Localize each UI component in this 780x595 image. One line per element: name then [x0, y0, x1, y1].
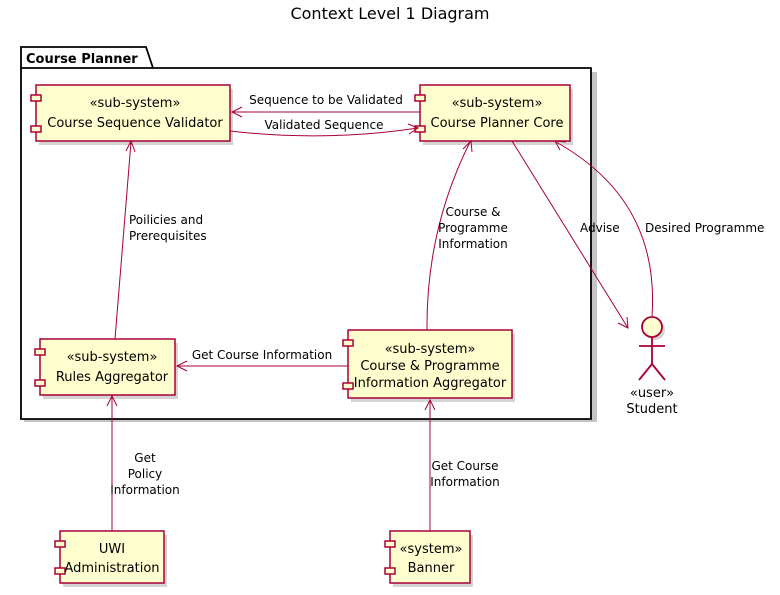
edge-label-course-info-2: Programme: [438, 221, 508, 235]
edge-policies-prerequisites: Poilicies and Prerequisites: [114, 139, 207, 340]
edge-label-get-policy-3: Information: [110, 483, 179, 497]
package-title: Course Planner: [26, 52, 138, 67]
component-course-planner-core[interactable]: «sub-system» Course Planner Core: [414, 84, 573, 145]
info-name-line2: Information Aggregator: [354, 376, 507, 391]
component-rules-aggregator[interactable]: «sub-system» Rules Aggregator: [34, 338, 178, 399]
rules-name: Rules Aggregator: [56, 370, 169, 385]
edge-label-get-policy-2: Policy: [128, 467, 163, 481]
edge-label-advise: Advise: [580, 221, 620, 235]
actor-student[interactable]: «user» Student: [626, 316, 678, 417]
validator-stereotype: «sub-system»: [90, 96, 181, 111]
actor-name: Student: [626, 402, 677, 417]
edge-banner-get-course-information: Get Course Information: [424, 398, 500, 531]
edge-label-course-info-3: Information: [438, 237, 507, 251]
edge-validated-sequence: Validated Sequence: [229, 118, 420, 137]
uwi-name-line1: UWI: [99, 542, 125, 557]
edge-sequence-to-be-validated: Sequence to be Validated: [230, 93, 420, 118]
edge-label-seq-to-validate: Sequence to be Validated: [249, 93, 403, 107]
edge-get-policy-information: Get Policy Information: [106, 394, 180, 531]
edge-label-get-policy-1: Get: [134, 451, 156, 465]
edge-get-course-information: Get Course Information: [175, 348, 348, 372]
rules-stereotype: «sub-system»: [67, 350, 158, 365]
edge-desired-programme: Desired Programme: [554, 140, 764, 317]
edge-label-get-course-info: Get Course Information: [192, 348, 332, 362]
edge-label-banner-2: Information: [430, 475, 499, 489]
edge-label-validated-seq: Validated Sequence: [265, 118, 384, 132]
actor-stereotype: «user»: [630, 386, 674, 401]
component-course-sequence-validator[interactable]: «sub-system» Course Sequence Validator: [30, 84, 233, 145]
banner-name: Banner: [408, 561, 455, 576]
edge-label-course-info-1: Course &: [445, 205, 500, 219]
component-course-programme-info-aggregator[interactable]: «sub-system» Course & Programme Informat…: [342, 329, 515, 402]
banner-stereotype: «system»: [400, 542, 463, 557]
component-banner[interactable]: «system» Banner: [384, 530, 473, 587]
info-name-line1: Course & Programme: [360, 359, 499, 374]
info-stereotype: «sub-system»: [385, 342, 476, 357]
edge-advise: Advise: [511, 140, 629, 329]
edge-label-desired-programme: Desired Programme: [645, 221, 764, 235]
uwi-name-line2: Administration: [64, 561, 159, 576]
edge-course-programme-information: Course & Programme Information: [426, 139, 508, 331]
core-stereotype: «sub-system»: [452, 96, 543, 111]
edge-label-policies-1: Poilicies and: [129, 213, 203, 227]
edge-label-banner-1: Get Course: [431, 459, 498, 473]
component-uwi-administration[interactable]: UWI Administration: [54, 530, 167, 587]
core-name: Course Planner Core: [431, 116, 564, 131]
diagram-title: Context Level 1 Diagram: [290, 4, 489, 23]
validator-name: Course Sequence Validator: [47, 116, 223, 131]
edge-label-policies-2: Prerequisites: [129, 229, 207, 243]
